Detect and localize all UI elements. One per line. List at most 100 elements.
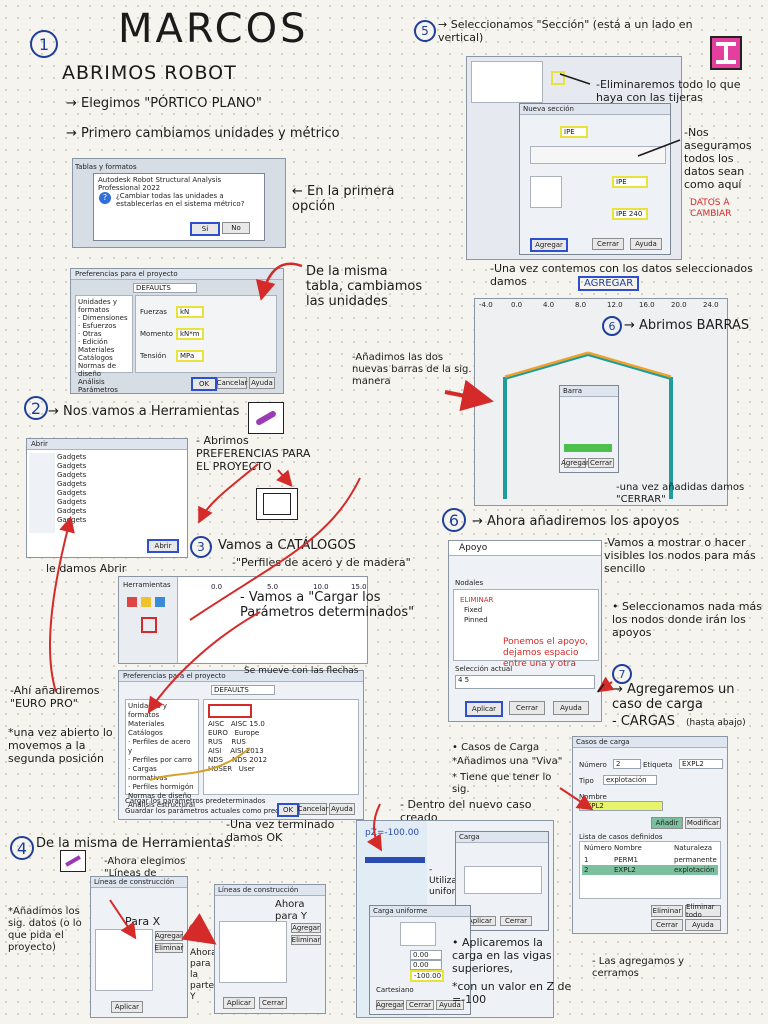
add-case-button[interactable]: Añadir [651,817,683,829]
lines-x-apply[interactable]: Aplicar [111,1001,143,1013]
uniform-help-button[interactable]: Ayuda [436,1000,464,1010]
unit-momento[interactable]: kN*m [176,328,204,340]
pref-ok-button[interactable]: OK [191,377,217,391]
tool-icon[interactable] [141,597,151,607]
lines-y-close[interactable]: Cerrar [259,997,287,1009]
support-close-button[interactable]: Cerrar [509,701,545,715]
support-eliminar[interactable]: ELIMINAR [460,596,494,604]
load-close-button[interactable]: Cerrar [500,916,532,926]
unit-fuerzas[interactable]: kN [176,306,204,318]
yes-button[interactable]: Sí [190,222,220,236]
robot-units-dialog-shot: Autodesk Robot Structural Analysis Profe… [72,158,286,248]
case-close-button[interactable]: Cerrar [651,919,683,931]
note-comma: Ponemos el apoyo, dejamos espacio entre … [503,637,589,669]
scissors-icon[interactable] [551,71,565,85]
support-apply-button[interactable]: Aplicar [465,701,503,717]
etiqueta-field[interactable]: EXPL2 [679,759,723,769]
file-dialog-title: Abrir [31,440,48,448]
delete-case-button[interactable]: Eliminar [651,905,683,917]
y-value[interactable]: 0.00 [410,960,442,970]
numero-field[interactable]: 2 [613,759,641,769]
load-arrow-row [365,857,425,863]
note-same-tools: De la misma de Herramientas [36,836,231,851]
cartesian-option[interactable]: Cartesiano [376,986,414,994]
step-2-badge: 2 [24,396,48,420]
catalog-ok-button[interactable]: OK [277,803,299,817]
agregar-button[interactable]: Agregar [530,238,568,252]
pref-tree[interactable]: Unidades y formatos· Dimensiones· Esfuer… [75,295,133,393]
x-value[interactable]: 0.00 [410,950,442,960]
nombre-field[interactable]: EXPL2 [579,801,663,811]
pref-defaults-field[interactable]: DEFAULTS [133,283,197,293]
project-prefs-icon [256,488,298,520]
note-add-section: -Una vez contemos con los datos seleccio… [490,262,753,288]
support-dialog-shot: Apoyo Nodales ELIMINAR Fixed Pinned Pone… [448,540,602,722]
support-pinned[interactable]: Pinned [464,616,488,624]
prefs-tool-icon[interactable] [141,617,157,633]
support-help-button[interactable]: Ayuda [553,701,589,715]
unit-tension[interactable]: MPa [176,350,204,362]
catalog-defaults-field[interactable]: DEFAULTS [211,685,275,695]
toolbar-panel[interactable]: Herramientas [119,577,178,663]
file-sidebar[interactable] [29,453,55,533]
section-family-field[interactable]: IPE [612,176,648,188]
no-button[interactable]: No [222,222,250,234]
bar-add-button[interactable]: Agregar [561,458,589,468]
pref-cancel-button[interactable]: Cancelar [216,377,248,389]
open-button[interactable]: Abrir [147,539,179,553]
support-fixed[interactable]: Fixed [464,606,483,614]
catalog-help-button[interactable]: Ayuda [329,803,355,815]
z-value[interactable]: -100.00 [410,970,444,982]
bar-ruler: 8.0 [575,301,587,309]
uniform-close-button[interactable]: Cerrar [406,1000,434,1010]
selection-input[interactable]: 4 5 [455,675,595,689]
tool-icon[interactable] [155,597,165,607]
section-close-button[interactable]: Cerrar [592,238,624,250]
delete-all-button[interactable]: Eliminar todo [685,903,721,919]
catalog-arrow-buttons[interactable] [208,704,252,718]
support-list[interactable]: ELIMINAR Fixed Pinned [453,589,599,661]
lines-y-table[interactable] [219,921,287,983]
catalog-cancel-button[interactable]: Cancelar [297,803,329,815]
section-help-button[interactable]: Ayuda [630,238,662,250]
tool-icon[interactable] [127,597,137,607]
table-row[interactable]: 2 [584,866,589,874]
pz-label: pZ=-100.00 [365,828,420,838]
note-section: → Seleccionamos "Sección" (está a un lad… [438,18,693,44]
section-type-field[interactable]: IPE [560,126,588,138]
load-type-icons[interactable] [464,866,542,894]
lines-x-table[interactable] [95,929,153,991]
bullet-units: → Primero cambiamos unidades y métrico [66,126,340,141]
lines-y-delete[interactable]: Eliminar [291,935,321,945]
table-row[interactable]: 1 [584,856,589,864]
table-row[interactable]: explotación [674,866,715,874]
bullet-portico: → Elegimos "PÓRTICO PLANO" [66,96,262,111]
section-shape-toolbar[interactable] [530,146,666,164]
lines-x-add[interactable]: Agregar [155,931,183,941]
table-row[interactable]: EXPL2 [614,866,636,874]
lines-x-delete[interactable]: Eliminar [154,943,184,953]
label-para-y: Ahora para Y [275,899,308,922]
note-open-bars: → Abrimos BARRAS [624,318,750,333]
section-preview [530,176,562,208]
cases-table[interactable]: Número Nombre Naturaleza 1 PERM1 permane… [579,841,721,899]
lines-y-add[interactable]: Agregar [291,923,321,933]
bar-selection[interactable] [564,444,612,452]
load-defaults-link[interactable]: Cargar los parámetros predeterminados [125,797,266,805]
case-help-button[interactable]: Ayuda [685,919,721,931]
lines-y-apply[interactable]: Aplicar [223,997,255,1009]
table-row[interactable]: PERM1 [614,856,639,864]
section-name-field[interactable]: IPE 240 [612,208,648,220]
table-row[interactable]: permanente [674,856,717,864]
save-defaults-link[interactable]: Guardar los parámetros actuales como pre… [125,807,324,815]
tab-nodales[interactable]: Nodales [455,579,484,587]
bar-close-button[interactable]: Cerrar [588,458,614,468]
uniform-add-button[interactable]: Agregar [376,1000,404,1010]
modify-case-button[interactable]: Modificar [685,817,721,829]
support-toolbar[interactable] [455,559,595,573]
tipo-field[interactable]: explotación [603,775,657,785]
pref-help-button[interactable]: Ayuda [249,377,275,389]
